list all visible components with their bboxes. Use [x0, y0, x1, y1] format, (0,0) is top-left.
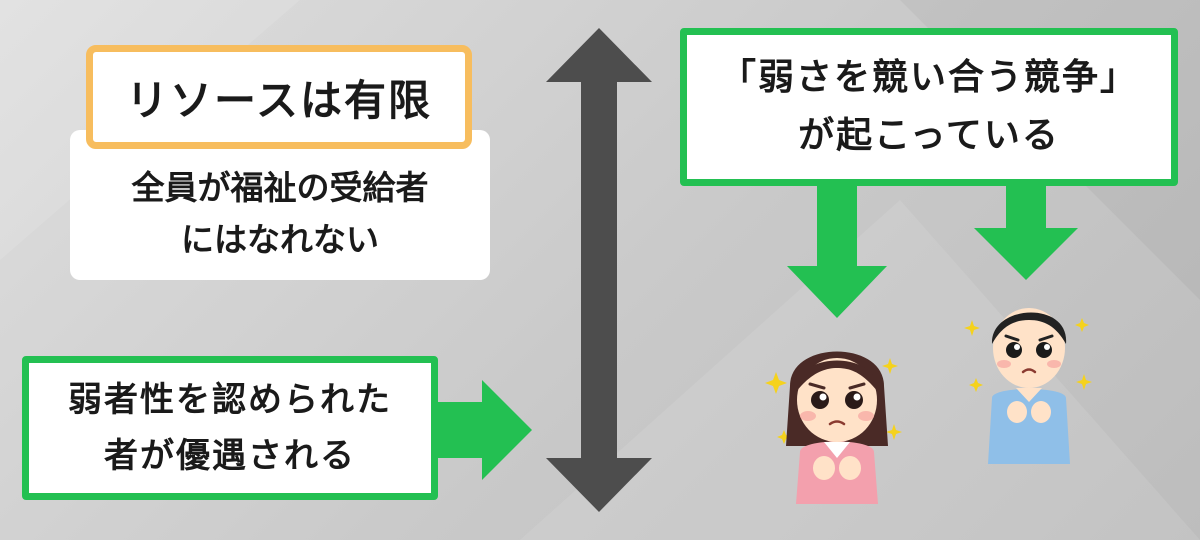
- welfare-line-2: にはなれない: [181, 220, 379, 259]
- worried-boy-illustration: [964, 308, 1092, 464]
- down-arrow-boy: [974, 186, 1078, 280]
- down-arrow-girl: [787, 186, 887, 318]
- competition-line-2: が起こっている: [798, 115, 1060, 156]
- resource-box: リソースは有限: [86, 45, 472, 149]
- vertical-double-arrow: [546, 28, 652, 512]
- worried-girl-illustration: [765, 351, 902, 504]
- competition-box: 「弱さを競い合う競争」 が起こっている: [680, 28, 1178, 186]
- competition-line-1: 「弱さを競い合う競争」: [719, 57, 1138, 98]
- welfare-box: 全員が福祉の受給者 にはなれない: [70, 130, 490, 280]
- weak-advantage-box: 弱者性を認められた 者が優遇される: [22, 356, 438, 500]
- resource-text: リソースは有限: [126, 75, 432, 125]
- welfare-line-1: 全員が福祉の受給者: [131, 168, 429, 207]
- right-arrow: [432, 380, 532, 480]
- weak-line-2: 者が優遇される: [104, 436, 356, 476]
- weak-line-1: 弱者性を認められた: [68, 380, 392, 420]
